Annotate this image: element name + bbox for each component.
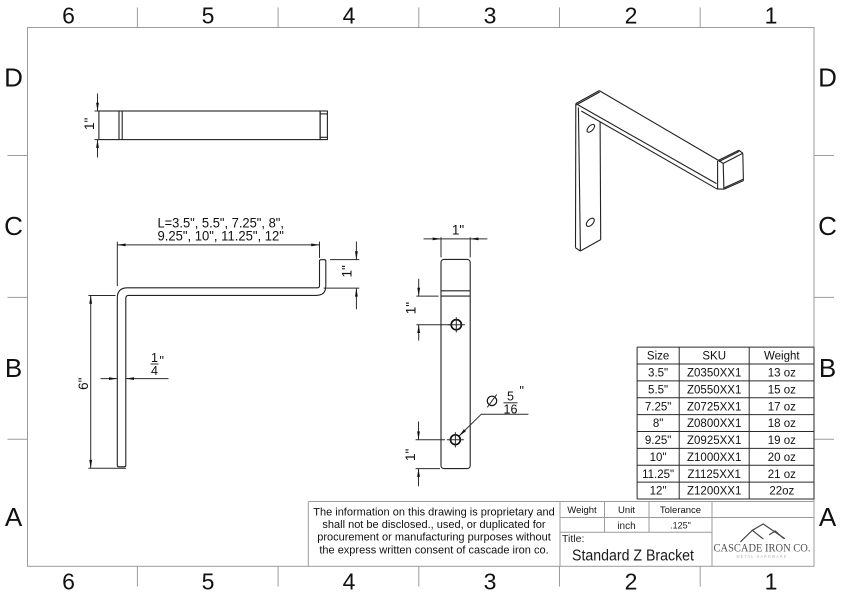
- svg-text:Weight: Weight: [567, 505, 597, 516]
- svg-text:the express written consent of: the express written consent of cascade i…: [319, 544, 548, 556]
- svg-text:C: C: [818, 211, 837, 241]
- svg-text:METAL HARDWARE: METAL HARDWARE: [737, 554, 788, 559]
- svg-text:CASCADE IRON CO.: CASCADE IRON CO.: [714, 543, 811, 555]
- svg-text:7.25": 7.25": [645, 401, 671, 413]
- svg-text:8": 8": [653, 418, 663, 430]
- svg-text:1": 1": [340, 265, 355, 278]
- svg-text:5: 5: [202, 569, 215, 595]
- svg-text:Tolerance: Tolerance: [660, 505, 701, 516]
- svg-text:B: B: [5, 353, 22, 383]
- svg-text:Unit: Unit: [618, 505, 635, 516]
- svg-text:procurement or manufacturing p: procurement or manufacturing purposes wi…: [317, 532, 551, 544]
- svg-text:4: 4: [343, 569, 356, 595]
- svg-text:1: 1: [151, 351, 158, 365]
- svg-text:16: 16: [504, 403, 518, 417]
- svg-text:6: 6: [62, 3, 75, 29]
- svg-text:": ": [520, 384, 524, 398]
- svg-text:Z0350XX1: Z0350XX1: [687, 368, 741, 380]
- svg-text:13 oz: 13 oz: [768, 368, 796, 380]
- svg-text:3: 3: [484, 569, 497, 595]
- svg-text:9.25": 9.25": [645, 435, 671, 447]
- svg-text:1": 1": [82, 117, 97, 130]
- svg-text:5: 5: [507, 389, 514, 403]
- svg-text:Z1000XX1: Z1000XX1: [687, 452, 741, 464]
- svg-text:1: 1: [765, 569, 778, 595]
- svg-text:D: D: [818, 63, 837, 93]
- svg-text:22oz: 22oz: [769, 486, 794, 498]
- svg-text:": ": [160, 354, 164, 368]
- svg-text:1": 1": [403, 448, 418, 461]
- svg-text:Z0550XX1: Z0550XX1: [687, 384, 741, 396]
- svg-text:4: 4: [151, 364, 158, 378]
- svg-text:12": 12": [650, 486, 667, 498]
- svg-text:A: A: [5, 502, 23, 532]
- svg-text:Title:: Title:: [562, 533, 584, 545]
- svg-text:1": 1": [452, 223, 465, 238]
- svg-text:Z0725XX1: Z0725XX1: [687, 401, 741, 413]
- svg-text:.125": .125": [670, 521, 691, 531]
- svg-text:D: D: [4, 63, 23, 93]
- svg-text:C: C: [4, 211, 23, 241]
- svg-text:4: 4: [343, 3, 356, 29]
- svg-text:9.25", 10", 11.25", 12": 9.25", 10", 11.25", 12": [157, 228, 284, 244]
- svg-text:5.5": 5.5": [648, 384, 668, 396]
- svg-text:B: B: [819, 353, 836, 383]
- svg-text:Size: Size: [647, 351, 669, 363]
- svg-text:Weight: Weight: [764, 351, 800, 363]
- svg-text:inch: inch: [617, 521, 635, 532]
- svg-text:5: 5: [202, 3, 215, 29]
- svg-text:SKU: SKU: [702, 351, 726, 363]
- svg-text:L=3.5", 5.5", 7.25", 8",: L=3.5", 5.5", 7.25", 8",: [157, 214, 284, 230]
- svg-text:18 oz: 18 oz: [768, 418, 796, 430]
- svg-text:10": 10": [650, 452, 667, 464]
- svg-text:3.5": 3.5": [648, 368, 668, 380]
- svg-text:Z1200XX1: Z1200XX1: [687, 486, 741, 498]
- svg-text:The information on this drawin: The information on this drawing is propr…: [313, 506, 555, 518]
- svg-text:15 oz: 15 oz: [768, 384, 796, 396]
- svg-text:Z0925XX1: Z0925XX1: [687, 435, 741, 447]
- svg-text:2: 2: [625, 569, 638, 595]
- svg-text:A: A: [819, 502, 837, 532]
- svg-text:1": 1": [404, 302, 419, 315]
- svg-text:1: 1: [765, 3, 778, 29]
- svg-text:Standard Z Bracket: Standard Z Bracket: [572, 548, 695, 565]
- svg-text:Z0800XX1: Z0800XX1: [687, 418, 741, 430]
- svg-text:3: 3: [484, 3, 497, 29]
- svg-text:2: 2: [625, 3, 638, 29]
- svg-text:17 oz: 17 oz: [768, 401, 796, 413]
- svg-text:21 oz: 21 oz: [768, 469, 796, 481]
- svg-text:6": 6": [76, 377, 91, 390]
- svg-text:6: 6: [62, 569, 75, 595]
- svg-text:11.25": 11.25": [642, 469, 674, 481]
- svg-text:19 oz: 19 oz: [768, 435, 796, 447]
- svg-text:shall not be disclosed., used,: shall not be disclosed., used, or duplic…: [322, 519, 546, 531]
- svg-text:Z1125XX1: Z1125XX1: [687, 469, 741, 481]
- svg-text:20 oz: 20 oz: [768, 452, 796, 464]
